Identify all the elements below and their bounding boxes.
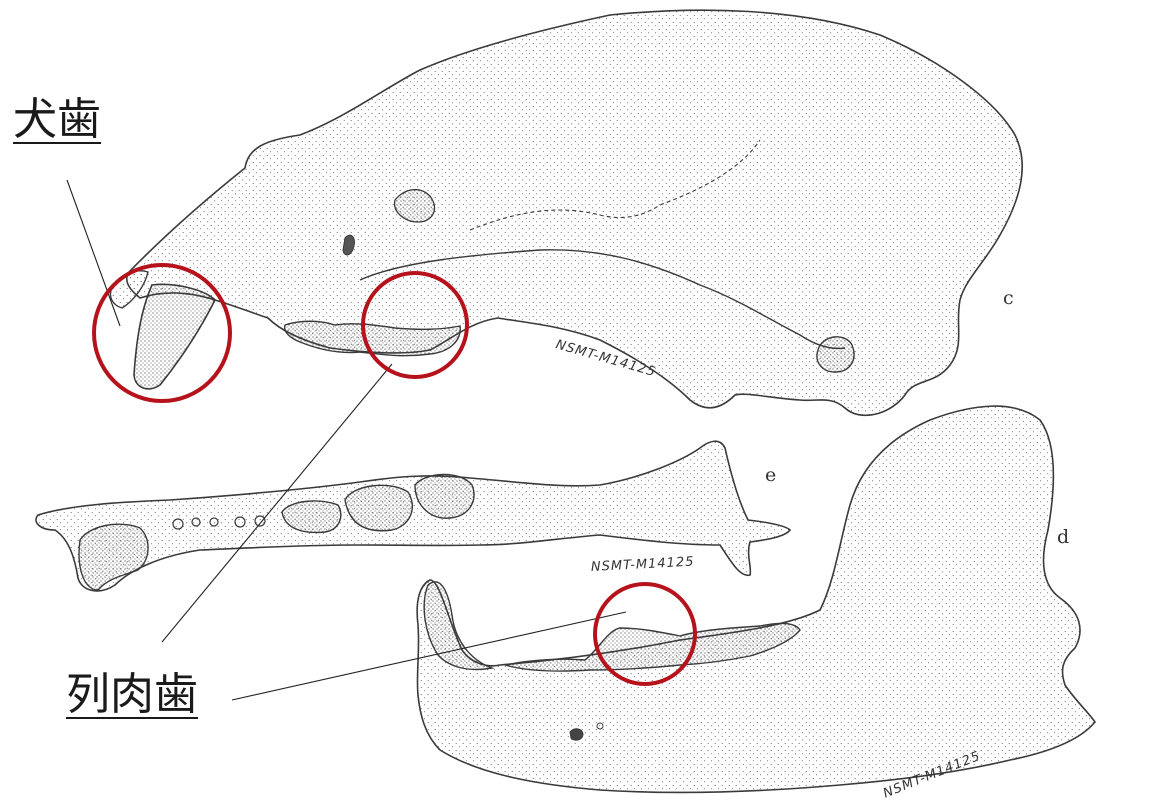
upper-canine	[134, 284, 215, 388]
canine-label: 犬歯	[13, 98, 101, 142]
view-letter-e: e	[765, 464, 776, 486]
view-letter-d: d	[1057, 526, 1069, 548]
mental-foramen	[570, 729, 583, 740]
view-letter-c: c	[1003, 287, 1014, 309]
auditory-bulla	[817, 337, 854, 372]
canine-leader-line	[67, 180, 120, 326]
mandible-lateral-outline	[417, 406, 1095, 792]
carnassial-label: 列肉歯	[66, 673, 198, 717]
mandible-lateral-view	[417, 406, 1095, 792]
